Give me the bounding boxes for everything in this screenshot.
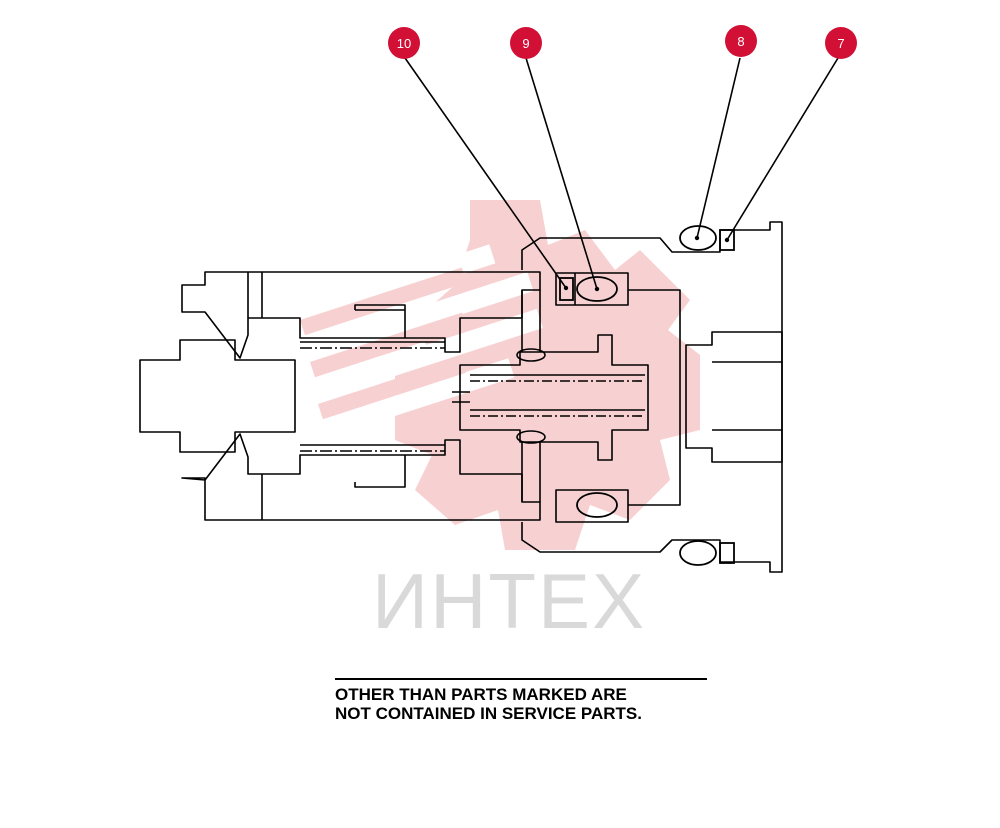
svg-text:10: 10 [397,36,411,51]
upper-shoulder [354,304,406,338]
part-7-ring-lower [719,542,735,564]
part-8-oring-lower [679,540,717,566]
lower-housing-left [181,433,541,521]
assembly-drawing [139,221,783,573]
center-spindle [459,334,649,461]
input-shaft [139,339,296,453]
watermark-text: ИНТЕХ [372,557,646,645]
part-9-seal-lower [576,492,618,518]
note-divider [335,678,707,680]
lower-bearing-housing [555,489,629,523]
callout-7[interactable]: 7 [825,27,857,59]
watermark-logo-stripes [300,267,468,420]
part-10-ring [559,277,574,301]
part-9-seal [576,276,618,302]
callout-10[interactable]: 10 [388,27,420,59]
upper-pin [516,348,546,362]
output-coupling [685,331,783,463]
marked-parts [559,225,735,566]
leader-7 [726,57,839,241]
leader-dots [563,235,730,292]
svg-text:9: 9 [522,36,529,51]
lower-pin [516,430,546,444]
upper-housing-left [181,271,541,359]
part-8-oring [679,225,717,251]
leader-8 [696,57,741,239]
leader-lines [404,57,839,290]
service-parts-note: OTHER THAN PARTS MARKED ARE NOT CONTAINE… [335,678,707,723]
svg-text:8: 8 [737,34,744,49]
part-7-ring [719,229,735,251]
leader-10 [404,57,567,289]
note-line-1: OTHER THAN PARTS MARKED ARE [335,685,627,704]
output-hub [628,289,681,506]
svg-text:7: 7 [837,36,844,51]
leader-9 [525,57,598,290]
lower-shoulder [354,455,406,488]
note-line-2: NOT CONTAINED IN SERVICE PARTS. [335,704,642,723]
callout-9[interactable]: 9 [510,27,542,59]
callout-8[interactable]: 8 [725,25,757,57]
